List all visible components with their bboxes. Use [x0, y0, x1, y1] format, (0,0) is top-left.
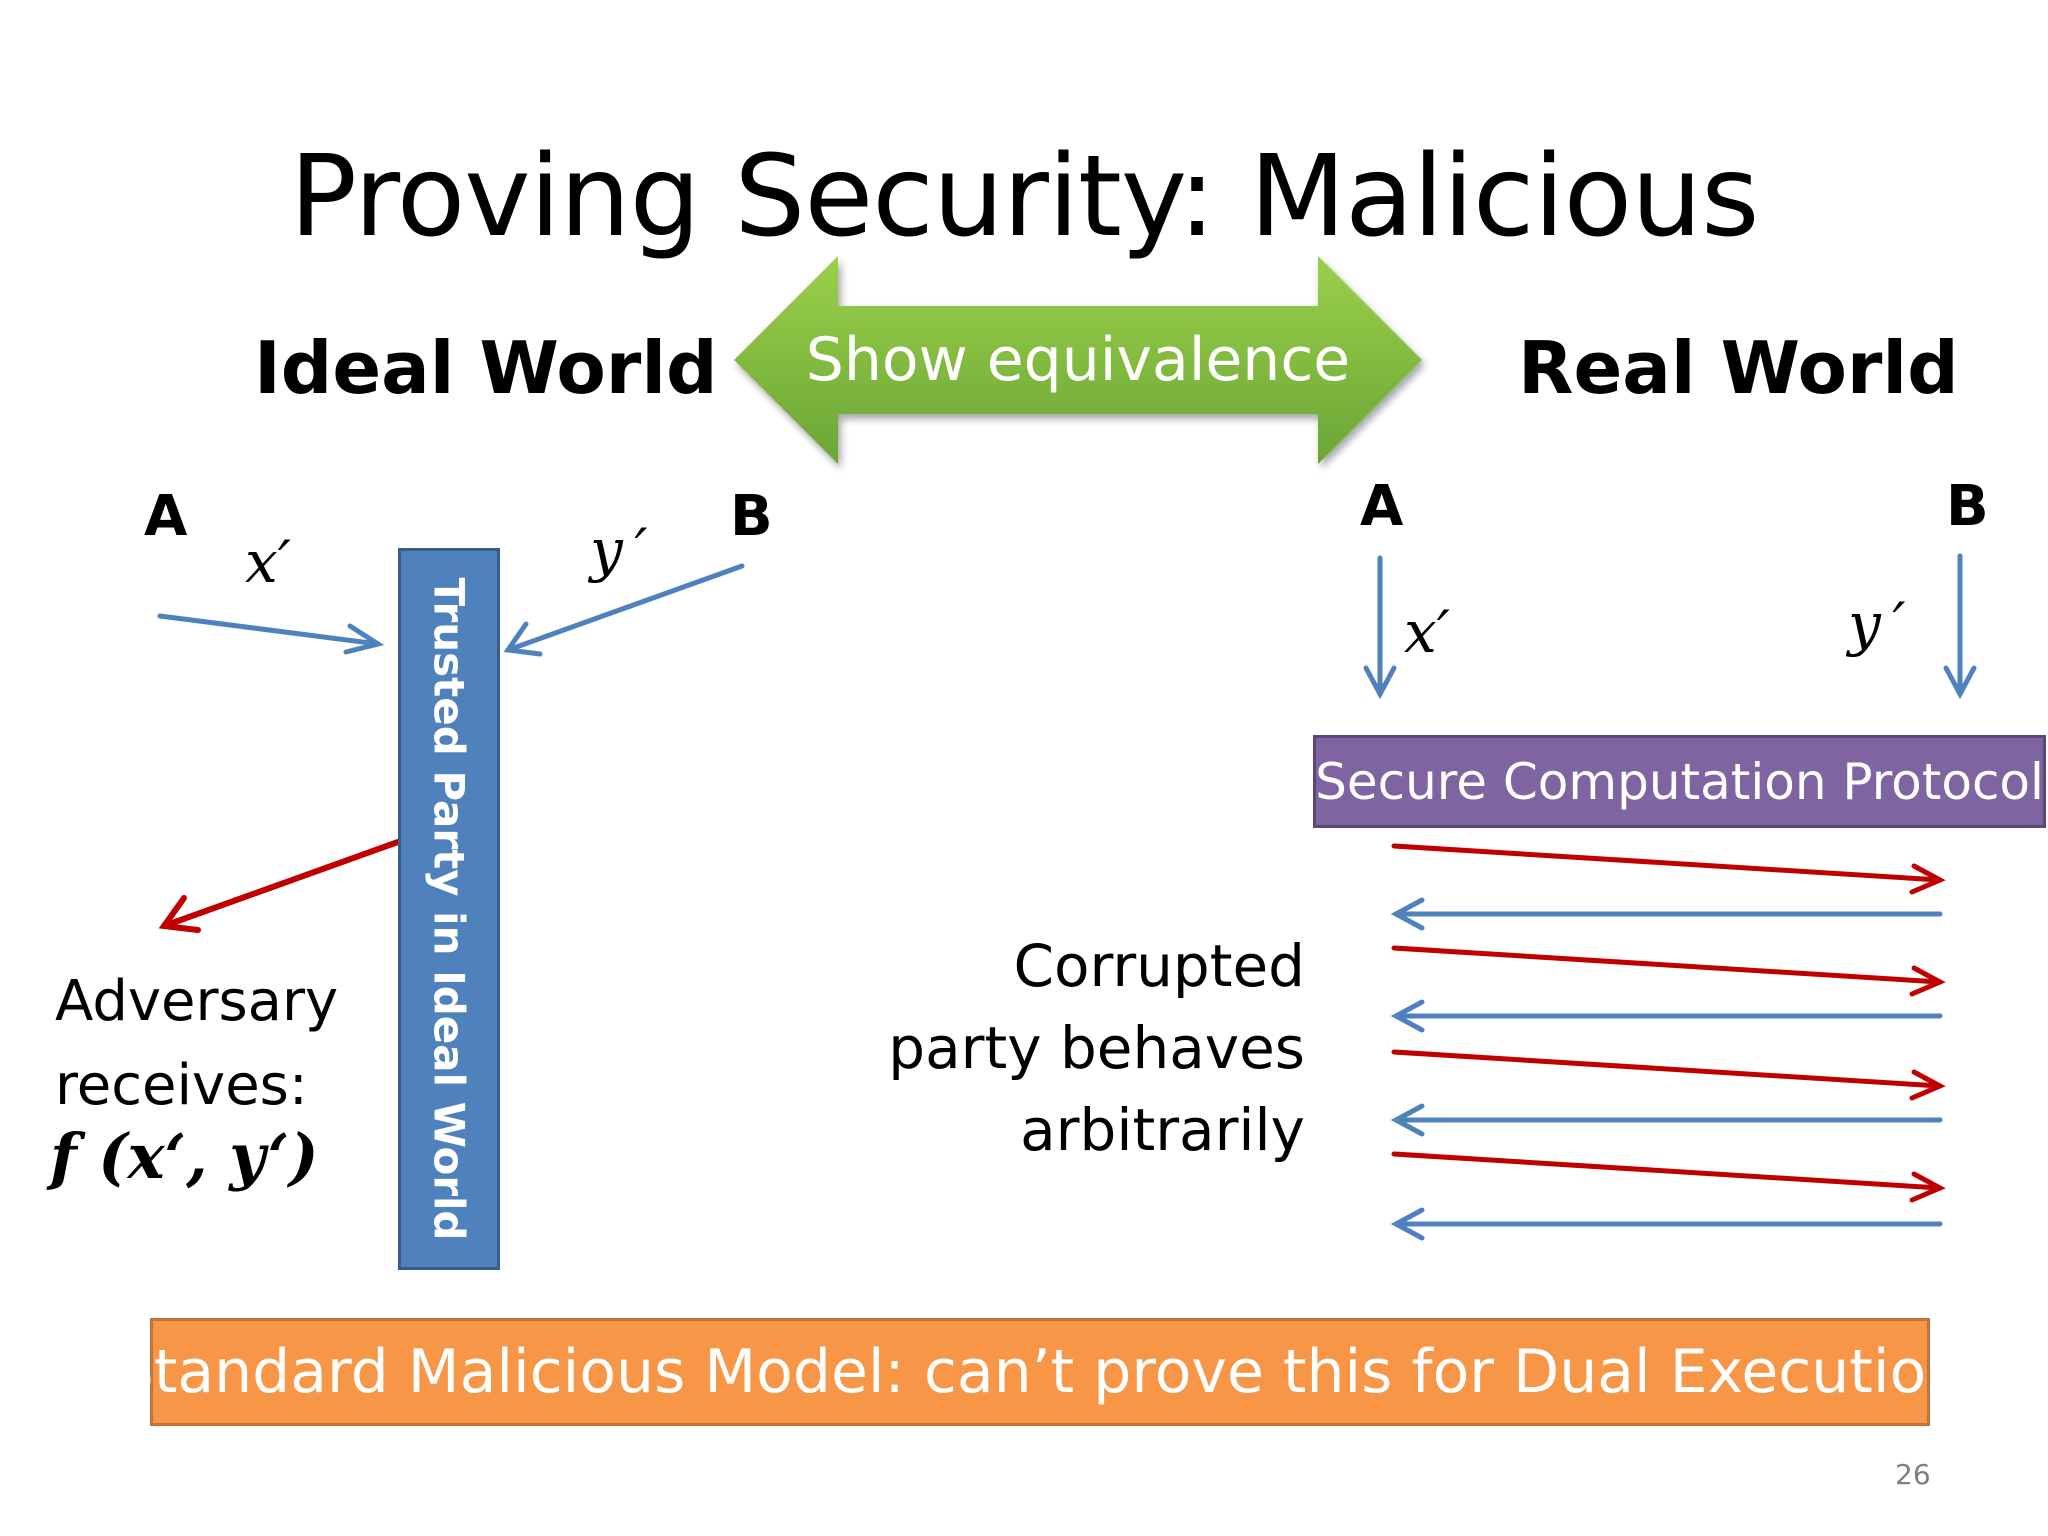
- protocol-message-3: [1391, 945, 1946, 997]
- real-arrow-b-input: [1943, 553, 1977, 700]
- equivalence-label: Show equivalence: [805, 325, 1351, 395]
- ideal-party-b: B: [730, 484, 773, 549]
- real-input-y: y ′: [1848, 590, 1906, 658]
- adversary-output-function: f (x‘, y‘): [50, 1120, 319, 1193]
- ideal-arrow-adversary-output: [158, 839, 401, 933]
- protocol-box: Secure Computation Protocol: [1313, 735, 2046, 828]
- corrupted-party-text: Corrupted party behaves arbitrarily: [860, 925, 1305, 1171]
- protocol-message-7: [1391, 1151, 1946, 1203]
- protocol-message-8: [1390, 1207, 1943, 1241]
- ideal-party-a: A: [144, 484, 188, 549]
- protocol-message-2: [1390, 897, 1943, 931]
- trusted-party-bar: [398, 548, 500, 1270]
- corrupted-line-1: Corrupted: [1013, 932, 1305, 1000]
- ideal-arrow-b-input: [503, 563, 745, 657]
- corrupted-line-2: party behaves: [888, 1014, 1305, 1082]
- corrupted-line-3: arbitrarily: [1020, 1096, 1305, 1164]
- real-input-x: x′: [1404, 598, 1450, 666]
- protocol-message-1: [1391, 843, 1946, 895]
- adversary-line-2: receives:: [55, 1053, 308, 1118]
- protocol-message-5: [1391, 1049, 1946, 1101]
- ideal-world-heading: Ideal World: [254, 326, 718, 410]
- protocol-message-4: [1390, 999, 1943, 1033]
- adversary-text: Adversary receives:: [55, 960, 338, 1128]
- ideal-arrow-a-input: [157, 613, 385, 655]
- trusted-party-label: Trusted Party in Ideal World: [424, 577, 474, 1241]
- ideal-input-y: y ′: [590, 516, 648, 584]
- adversary-line-1: Adversary: [55, 969, 339, 1034]
- slide-number: 26: [1895, 1458, 1931, 1491]
- real-party-b: B: [1946, 474, 1989, 539]
- real-world-heading: Real World: [1518, 326, 1959, 410]
- footer-callout: Standard Malicious Model: can’t prove th…: [116, 1318, 1964, 1426]
- real-arrow-a-input: [1363, 555, 1397, 700]
- protocol-message-6: [1390, 1103, 1943, 1137]
- slide-title: Proving Security: Malicious: [289, 132, 1760, 262]
- real-party-a: A: [1360, 474, 1404, 539]
- ideal-input-x: x′: [245, 528, 291, 596]
- equivalence-arrow: [734, 256, 1422, 464]
